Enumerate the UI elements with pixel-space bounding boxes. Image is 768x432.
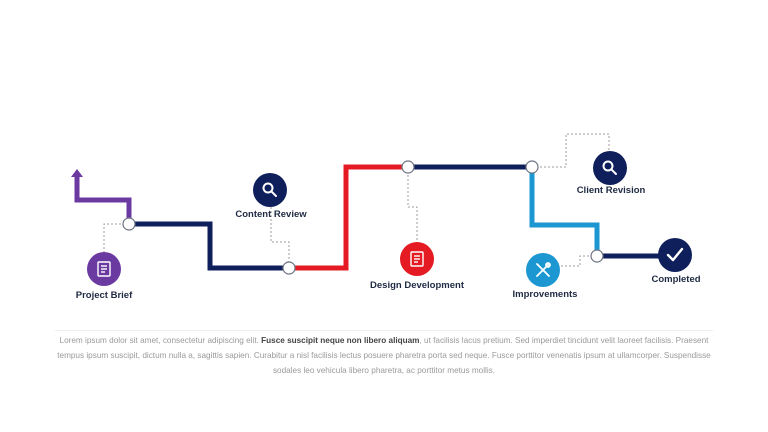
track-segment-red bbox=[289, 164, 408, 271]
connector-design-development bbox=[407, 167, 418, 242]
track-segment-purple bbox=[74, 176, 132, 224]
label-completed: Completed bbox=[651, 274, 701, 285]
junction-node bbox=[282, 261, 296, 275]
junction-node bbox=[590, 249, 604, 263]
milestone-circle bbox=[253, 173, 287, 207]
footer-paragraph: Lorem ipsum dolor sit amet, consectetur … bbox=[55, 333, 713, 378]
track-segment-navy-1 bbox=[129, 221, 289, 271]
tools-icon bbox=[536, 262, 551, 277]
label-content-review: Content Review bbox=[235, 209, 307, 220]
document-icon bbox=[97, 261, 111, 277]
milestone-content-review bbox=[253, 173, 287, 207]
footer-text-bold: Fusce suscipit neque non libero aliquam bbox=[261, 336, 420, 345]
label-improvements: Improvements bbox=[512, 289, 578, 300]
milestone-improvements bbox=[526, 253, 560, 287]
milestone-project-brief bbox=[87, 252, 121, 286]
connector-project-brief bbox=[103, 223, 129, 252]
milestone-completed bbox=[658, 238, 692, 272]
label-client-revision: Client Revision bbox=[576, 185, 646, 196]
track-segment-blue bbox=[529, 167, 600, 256]
milestone-circle bbox=[658, 238, 692, 272]
connector-improvements bbox=[560, 255, 597, 267]
junction-nodes bbox=[122, 160, 604, 275]
milestone-design-development bbox=[400, 242, 434, 276]
junction-node bbox=[401, 160, 415, 174]
milestone-client-revision bbox=[593, 151, 627, 185]
footer-text-part1: Lorem ipsum dolor sit amet, consectetur … bbox=[59, 336, 262, 345]
start-arrow-icon bbox=[71, 169, 83, 177]
label-project-brief: Project Brief bbox=[75, 290, 133, 301]
milestone-circle bbox=[593, 151, 627, 185]
check-icon bbox=[666, 247, 684, 262]
document-icon bbox=[410, 251, 424, 267]
footer-text-part2: , ut facilisis lacus pretium. Sed imperd… bbox=[57, 336, 711, 375]
search-icon bbox=[602, 160, 617, 175]
label-design-development: Design Development bbox=[370, 280, 464, 291]
junction-node bbox=[525, 160, 539, 174]
footer-divider bbox=[55, 330, 713, 331]
connector-content-review bbox=[270, 207, 290, 268]
junction-node bbox=[122, 217, 136, 231]
search-icon bbox=[262, 182, 277, 197]
dashed-connectors bbox=[103, 133, 610, 268]
